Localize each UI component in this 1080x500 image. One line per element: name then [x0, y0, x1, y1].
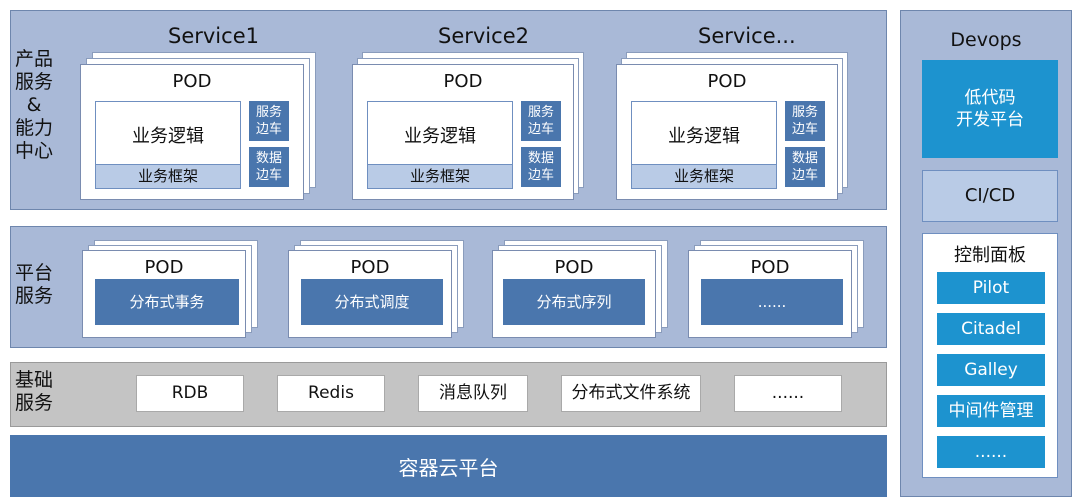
control-item-citadel: Citadel [937, 313, 1045, 345]
data-sidecar: 数据 边车 [785, 147, 825, 187]
lowcode-platform-box: 低代码 开发平台 [922, 60, 1058, 158]
service-title: Service1 [168, 24, 259, 48]
pod-label: POD [350, 257, 390, 278]
pod-label: POD [750, 257, 790, 278]
service-sidecar: 服务 边车 [785, 101, 825, 141]
platform-pod-card: POD 分布式调度 [288, 250, 452, 338]
distributed-sequence-box: 分布式序列 [503, 279, 645, 325]
pod-label: POD [144, 257, 184, 278]
cicd-box: CI/CD [922, 170, 1058, 222]
service-pod-card: POD 业务逻辑 业务框架 服务 边车 数据 边车 [352, 64, 574, 200]
lowcode-platform-label: 低代码 开发平台 [956, 88, 1024, 130]
control-panel-title: 控制面板 [954, 245, 1026, 266]
devops-title: Devops [950, 29, 1022, 51]
pod-label: POD [172, 71, 212, 92]
service-sidecar: 服务 边车 [521, 101, 561, 141]
base-item-message-queue: 消息队列 [418, 375, 528, 412]
pod-label: POD [443, 71, 483, 92]
product-layer-label: 产品 服务 & 能力 中心 [14, 48, 53, 162]
platform-pod-card: POD ...... [688, 250, 852, 338]
business-logic-box: 业务逻辑 业务框架 [95, 101, 241, 189]
platform-layer-label: 平台 服务 [14, 262, 53, 307]
more-platform-services-box: ...... [701, 279, 843, 325]
data-sidecar: 数据 边车 [521, 147, 561, 187]
distributed-transaction-box: 分布式事务 [95, 279, 239, 325]
business-logic-box: 业务逻辑 业务框架 [631, 101, 777, 189]
data-sidecar: 数据 边车 [249, 147, 289, 187]
business-logic-label: 业务逻辑 [132, 126, 204, 147]
business-framework-label: 业务框架 [368, 164, 512, 188]
container-cloud-platform: 容器云平台 [10, 435, 887, 497]
business-logic-label: 业务逻辑 [404, 126, 476, 147]
control-panel-box: 控制面板 Pilot Citadel Galley 中间件管理 ...... [922, 233, 1058, 478]
pod-label: POD [554, 257, 594, 278]
pod-label: POD [707, 71, 747, 92]
business-logic-box: 业务逻辑 业务框架 [367, 101, 513, 189]
container-cloud-label: 容器云平台 [398, 455, 499, 480]
business-logic-label: 业务逻辑 [668, 126, 740, 147]
control-item-more: ...... [937, 436, 1045, 468]
service-sidecar: 服务 边车 [249, 101, 289, 141]
platform-pod-card: POD 分布式序列 [492, 250, 656, 338]
control-item-pilot: Pilot [937, 272, 1045, 304]
service-pod-card: POD 业务逻辑 业务框架 服务 边车 数据 边车 [80, 64, 304, 200]
service-title: Service... [698, 24, 796, 48]
base-item-rdb: RDB [136, 375, 244, 412]
base-item-more: ...... [734, 375, 842, 412]
platform-pod-card: POD 分布式事务 [82, 250, 246, 338]
control-item-galley: Galley [937, 354, 1045, 386]
base-layer-label: 基础 服务 [14, 369, 53, 414]
base-item-distributed-file-system: 分布式文件系统 [561, 375, 701, 412]
service-title: Service2 [438, 24, 529, 48]
service-pod-card: POD 业务逻辑 业务框架 服务 边车 数据 边车 [616, 64, 838, 200]
control-item-middleware-management: 中间件管理 [937, 395, 1045, 427]
business-framework-label: 业务框架 [96, 164, 240, 188]
distributed-scheduling-box: 分布式调度 [301, 279, 443, 325]
business-framework-label: 业务框架 [632, 164, 776, 188]
base-item-redis: Redis [277, 375, 385, 412]
